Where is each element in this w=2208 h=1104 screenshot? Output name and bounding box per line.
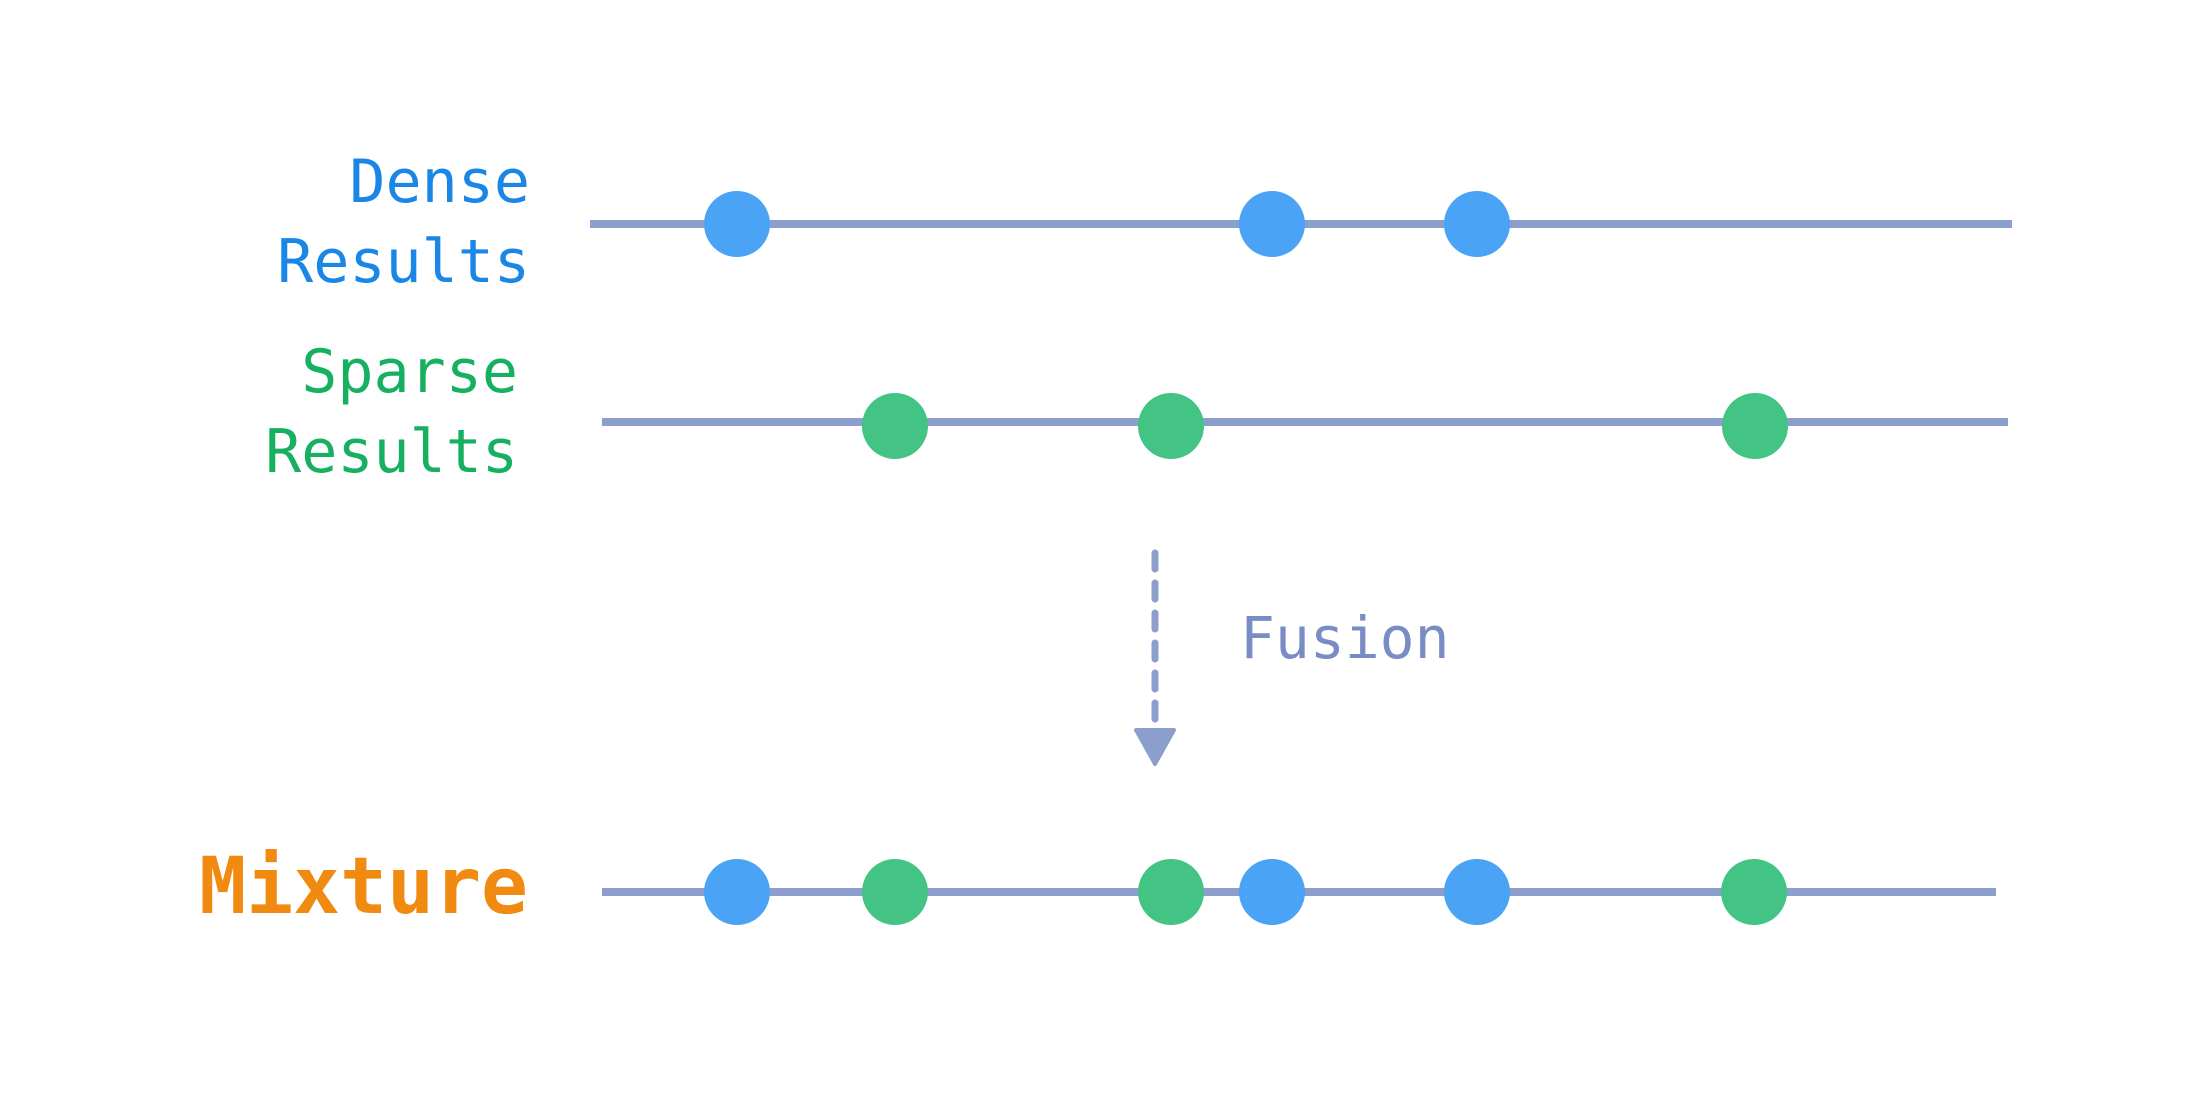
dense-dot <box>1444 191 1510 257</box>
mixture-dot <box>1721 859 1787 925</box>
sparse-dot <box>1722 393 1788 459</box>
dense-results-label: Dense Results <box>277 147 530 297</box>
sparse-dots <box>862 393 1788 459</box>
mixture-dot <box>1138 859 1204 925</box>
fusion-arrow-head <box>1134 728 1176 766</box>
sparse-dot <box>1138 393 1204 459</box>
sparse-results-label: Sparse Results <box>265 337 518 487</box>
dense-dot <box>1239 191 1305 257</box>
mixture-dots <box>704 859 1787 925</box>
mixture-dot <box>1239 859 1305 925</box>
dense-dot <box>704 191 770 257</box>
fusion-label: Fusion <box>1240 604 1450 672</box>
dense-dots <box>704 191 1510 257</box>
fusion-arrow <box>1134 549 1176 766</box>
mixture-dot <box>1444 859 1510 925</box>
sparse-dot <box>862 393 928 459</box>
mixture-dot <box>704 859 770 925</box>
mixture-label: Mixture <box>199 842 528 932</box>
mixture-dot <box>862 859 928 925</box>
